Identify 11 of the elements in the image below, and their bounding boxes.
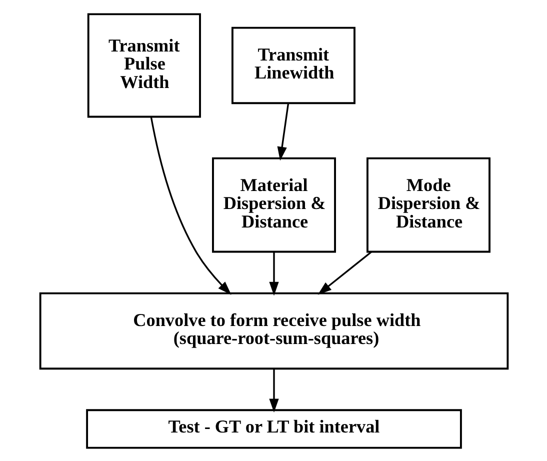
arrow bbox=[317, 250, 372, 294]
node-box: Transmit Linewidth bbox=[230, 26, 355, 104]
arrow bbox=[276, 102, 289, 160]
node-box: Test - GT or LT bit interval bbox=[86, 408, 462, 448]
arrow bbox=[150, 116, 231, 294]
arrow bbox=[268, 251, 278, 296]
node-box: Material Dispersion & Distance bbox=[212, 156, 336, 252]
node-box: Transmit Pulse Width bbox=[86, 12, 200, 118]
node-box: Convolve to form receive pulse width (square-root-sum-squares) bbox=[38, 292, 508, 370]
arrow bbox=[268, 368, 278, 412]
node-box: Mode Dispersion & Distance bbox=[366, 156, 490, 252]
